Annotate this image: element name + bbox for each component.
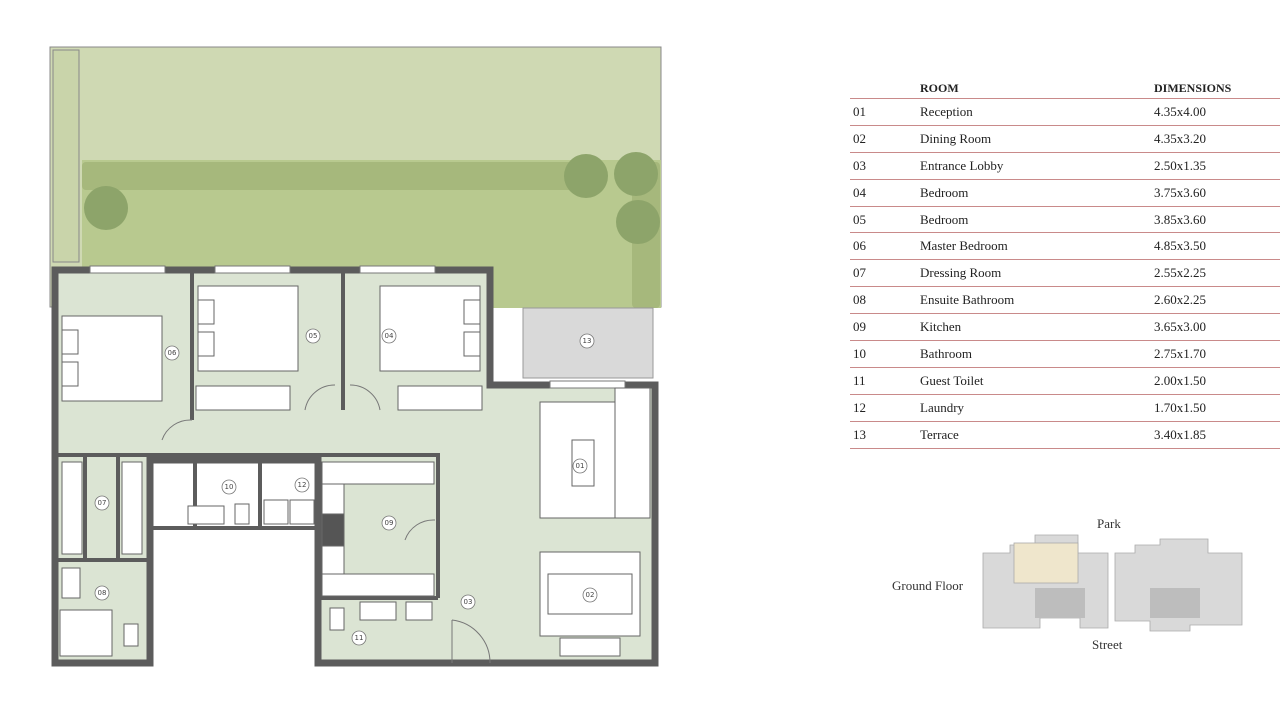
row-dimensions: 2.00x1.50	[1154, 367, 1280, 395]
marker-08: 08	[98, 589, 107, 597]
terrace-area	[522, 307, 654, 379]
row-room: Master Bedroom	[920, 232, 1154, 261]
row-number: 07	[850, 259, 920, 288]
header-number	[850, 79, 920, 99]
row-room: Entrance Lobby	[920, 152, 1154, 180]
marker-06: 06	[168, 349, 177, 357]
row-dimensions: 3.75x3.60	[1154, 179, 1280, 207]
row-room: Bedroom	[920, 179, 1154, 207]
marker-09: 09	[385, 519, 394, 527]
row-number: 02	[850, 125, 920, 153]
row-room: Guest Toilet	[920, 367, 1154, 395]
row-room: Dining Room	[920, 125, 1154, 153]
row-number: 13	[850, 421, 920, 449]
row-room: Ensuite Bathroom	[920, 286, 1154, 315]
row-number: 10	[850, 340, 920, 368]
row-room: Bedroom	[920, 206, 1154, 234]
key-plan-ground-floor-label: Ground Floor	[892, 578, 964, 593]
header-room: ROOM	[920, 79, 1154, 99]
row-room: Kitchen	[920, 313, 1154, 342]
room-markers	[94, 328, 598, 646]
row-room: Dressing Room	[920, 259, 1154, 288]
row-number: 11	[850, 367, 920, 395]
sofa-set	[539, 387, 651, 519]
kitchen-counter	[321, 461, 435, 597]
floor-plan: 01 02 03 04 05 06 07 08 09 10 11 12 13	[49, 46, 662, 667]
row-number: 08	[850, 286, 920, 315]
bathroom-fixtures	[59, 499, 433, 657]
tree	[84, 186, 128, 230]
row-dimensions: 2.50x1.35	[1154, 152, 1280, 180]
building-block-right	[1114, 538, 1243, 632]
header-dimensions: DIMENSIONS	[1154, 79, 1280, 99]
marker-01: 01	[576, 462, 585, 470]
dining-set	[539, 551, 641, 657]
row-number: 05	[850, 206, 920, 234]
row-dimensions: 3.65x3.00	[1154, 313, 1280, 342]
row-dimensions: 1.70x1.50	[1154, 394, 1280, 422]
tree	[616, 200, 660, 244]
building-core	[1150, 588, 1200, 618]
row-dimensions: 4.35x4.00	[1154, 98, 1280, 126]
row-dimensions: 4.35x3.20	[1154, 125, 1280, 153]
row-room: Bathroom	[920, 340, 1154, 368]
row-room: Terrace	[920, 421, 1154, 449]
building-core	[1035, 588, 1085, 618]
row-dimensions: 2.60x2.25	[1154, 286, 1280, 315]
tree	[564, 154, 608, 198]
row-dimensions: 4.85x3.50	[1154, 232, 1280, 261]
highlighted-unit	[1013, 542, 1079, 584]
marker-07: 07	[98, 499, 107, 507]
row-number: 12	[850, 394, 920, 422]
bed-master	[61, 315, 163, 402]
tree	[614, 152, 658, 196]
marker-04: 04	[385, 332, 394, 340]
row-number: 06	[850, 232, 920, 261]
windows	[89, 265, 626, 389]
row-room: Reception	[920, 98, 1154, 126]
row-number: 04	[850, 179, 920, 207]
bed-04	[379, 285, 481, 372]
marker-13: 13	[583, 337, 592, 345]
row-room: Laundry	[920, 394, 1154, 422]
doors	[161, 384, 491, 664]
row-number: 09	[850, 313, 920, 342]
row-number: 01	[850, 98, 920, 126]
row-dimensions: 2.75x1.70	[1154, 340, 1280, 368]
table-header-row: ROOM DIMENSIONS	[850, 79, 1280, 99]
marker-12: 12	[298, 481, 307, 489]
key-plan-park-label: Park	[1097, 516, 1121, 531]
wardrobes	[61, 385, 483, 555]
row-dimensions: 3.85x3.60	[1154, 206, 1280, 234]
key-plan-street-label: Street	[1092, 637, 1123, 652]
marker-11: 11	[355, 634, 364, 642]
interior-walls	[55, 272, 440, 600]
row-number: 03	[850, 152, 920, 180]
key-plan	[982, 534, 1243, 632]
marker-10: 10	[225, 483, 234, 491]
marker-03: 03	[464, 598, 473, 606]
marker-02: 02	[586, 591, 595, 599]
row-dimensions: 2.55x2.25	[1154, 259, 1280, 288]
garden-path	[52, 49, 80, 263]
bed-05	[197, 285, 299, 372]
marker-05: 05	[309, 332, 318, 340]
hedge-row	[82, 162, 582, 190]
row-dimensions: 3.40x1.85	[1154, 421, 1280, 449]
